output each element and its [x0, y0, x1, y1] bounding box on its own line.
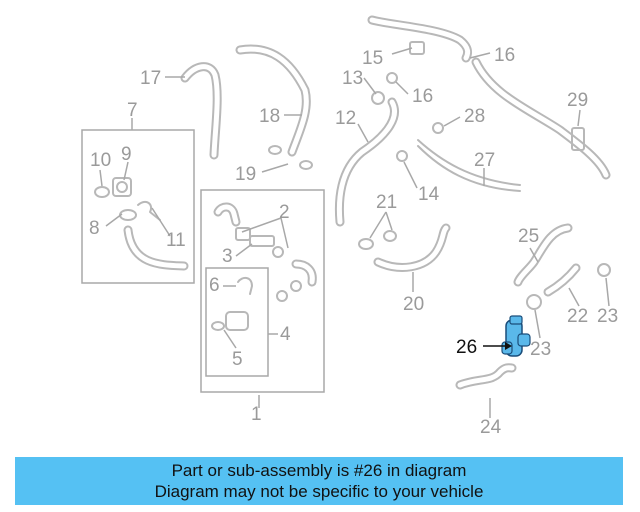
callout-numbers: 1 2 3 4 5 6 7 8 9 10 11 12 13 14 15 16 1… [89, 45, 618, 438]
group-box-4 [205, 267, 269, 377]
callout-16b: 16 [412, 86, 433, 107]
pipe-27 [417, 139, 521, 186]
o-ring-19 [268, 145, 282, 155]
callout-19: 19 [235, 164, 256, 185]
parts-diagram: 1 2 3 4 5 6 7 8 9 10 11 12 13 14 15 16 1… [81, 15, 618, 438]
leader-lines [99, 47, 610, 418]
banner-line-1: Part or sub-assembly is #26 in diagram [171, 461, 467, 480]
clamp-23b [526, 294, 542, 310]
ring-28 [432, 122, 444, 134]
clamp-23 [597, 263, 611, 277]
clamp-13 [371, 91, 385, 105]
callout-14: 14 [418, 184, 440, 205]
callout-18: 18 [259, 106, 280, 127]
part-26-highlighted[interactable] [501, 315, 531, 357]
callout-23b: 23 [530, 339, 551, 360]
callout-16: 16 [494, 45, 515, 66]
bracket-15 [409, 41, 425, 55]
callout-26[interactable]: 26 [456, 337, 477, 358]
parts-group-1 [211, 202, 317, 331]
o-ring-19b [299, 160, 313, 170]
callout-25: 25 [518, 226, 539, 247]
group-box-7 [81, 129, 195, 284]
callout-24: 24 [480, 417, 502, 438]
callout-21: 21 [376, 192, 397, 213]
clamp-16 [386, 72, 398, 84]
hose-17-18 [180, 44, 311, 160]
callout-9: 9 [121, 144, 132, 165]
callout-29: 29 [567, 90, 588, 111]
callout-6: 6 [209, 275, 220, 296]
callout-2: 2 [279, 202, 290, 223]
o-ring-21 [358, 238, 374, 250]
banner-line-2: Diagram may not be specific to your vehi… [154, 482, 484, 501]
callout-15: 15 [362, 48, 383, 69]
callout-27: 27 [474, 150, 495, 171]
clamp-14 [396, 150, 408, 162]
callout-11: 11 [166, 230, 186, 251]
callout-8: 8 [89, 218, 100, 239]
callout-4: 4 [280, 324, 291, 345]
callout-10: 10 [90, 150, 111, 171]
callout-20: 20 [403, 294, 424, 315]
group-box-1 [200, 189, 325, 393]
callout-22: 22 [567, 306, 588, 327]
callout-13: 13 [342, 68, 363, 89]
callout-17: 17 [140, 68, 161, 89]
arrow-head-26 [505, 342, 512, 350]
callout-5: 5 [232, 349, 243, 370]
callout-1: 1 [251, 404, 262, 425]
parts-group-7 [94, 177, 189, 271]
callout-12: 12 [335, 108, 356, 129]
callout-28: 28 [464, 106, 485, 127]
callout-7: 7 [127, 100, 138, 121]
info-banner: Part or sub-assembly is #26 in diagram D… [15, 457, 623, 505]
callout-3: 3 [222, 246, 233, 267]
callout-23: 23 [597, 306, 618, 327]
